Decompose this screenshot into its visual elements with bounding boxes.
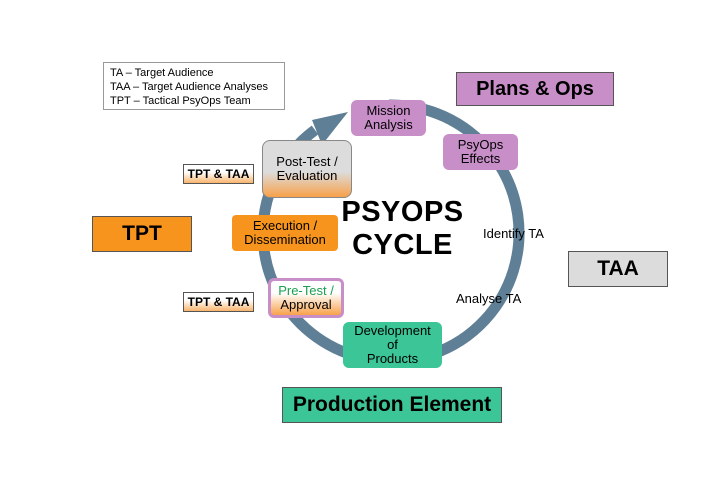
tpt-taa-tag-lower: TPT & TAA: [183, 292, 254, 312]
psyops-effects-node: PsyOps Effects: [443, 134, 518, 170]
identify-ta-label: Identify TA: [483, 226, 544, 241]
pre-test-approval-node: Pre-Test / Approval: [268, 278, 344, 318]
cycle-arrowhead-icon: [312, 112, 348, 145]
cycle-title: PSYOPS CYCLE: [330, 196, 475, 262]
taa-box: TAA: [568, 251, 668, 287]
approval-label: Approval: [280, 297, 332, 312]
tpt-box: TPT: [92, 216, 192, 252]
legend-line-taa: TAA – Target Audience Analyses: [110, 81, 268, 93]
post-test-evaluation-node: Post-Test / Evaluation: [262, 140, 352, 198]
legend-line-ta: TA – Target Audience: [110, 67, 214, 79]
mission-analysis-node: Mission Analysis: [351, 100, 426, 136]
legend-box: TA – Target Audience TAA – Target Audien…: [103, 62, 285, 110]
tpt-taa-tag-upper: TPT & TAA: [183, 164, 254, 184]
analyse-ta-label: Analyse TA: [456, 291, 522, 306]
cycle-title-line2: CYCLE: [352, 229, 453, 261]
production-element-box: Production Element: [282, 387, 502, 423]
pre-test-label: Pre-Test /: [278, 283, 334, 298]
cycle-title-line1: PSYOPS: [341, 196, 464, 228]
development-of-products-node: Development of Products: [343, 322, 442, 368]
execution-dissemination-node: Execution / Dissemination: [232, 215, 338, 251]
legend-line-tpt: TPT – Tactical PsyOps Team: [110, 95, 251, 107]
plans-ops-box: Plans & Ops: [456, 72, 614, 106]
